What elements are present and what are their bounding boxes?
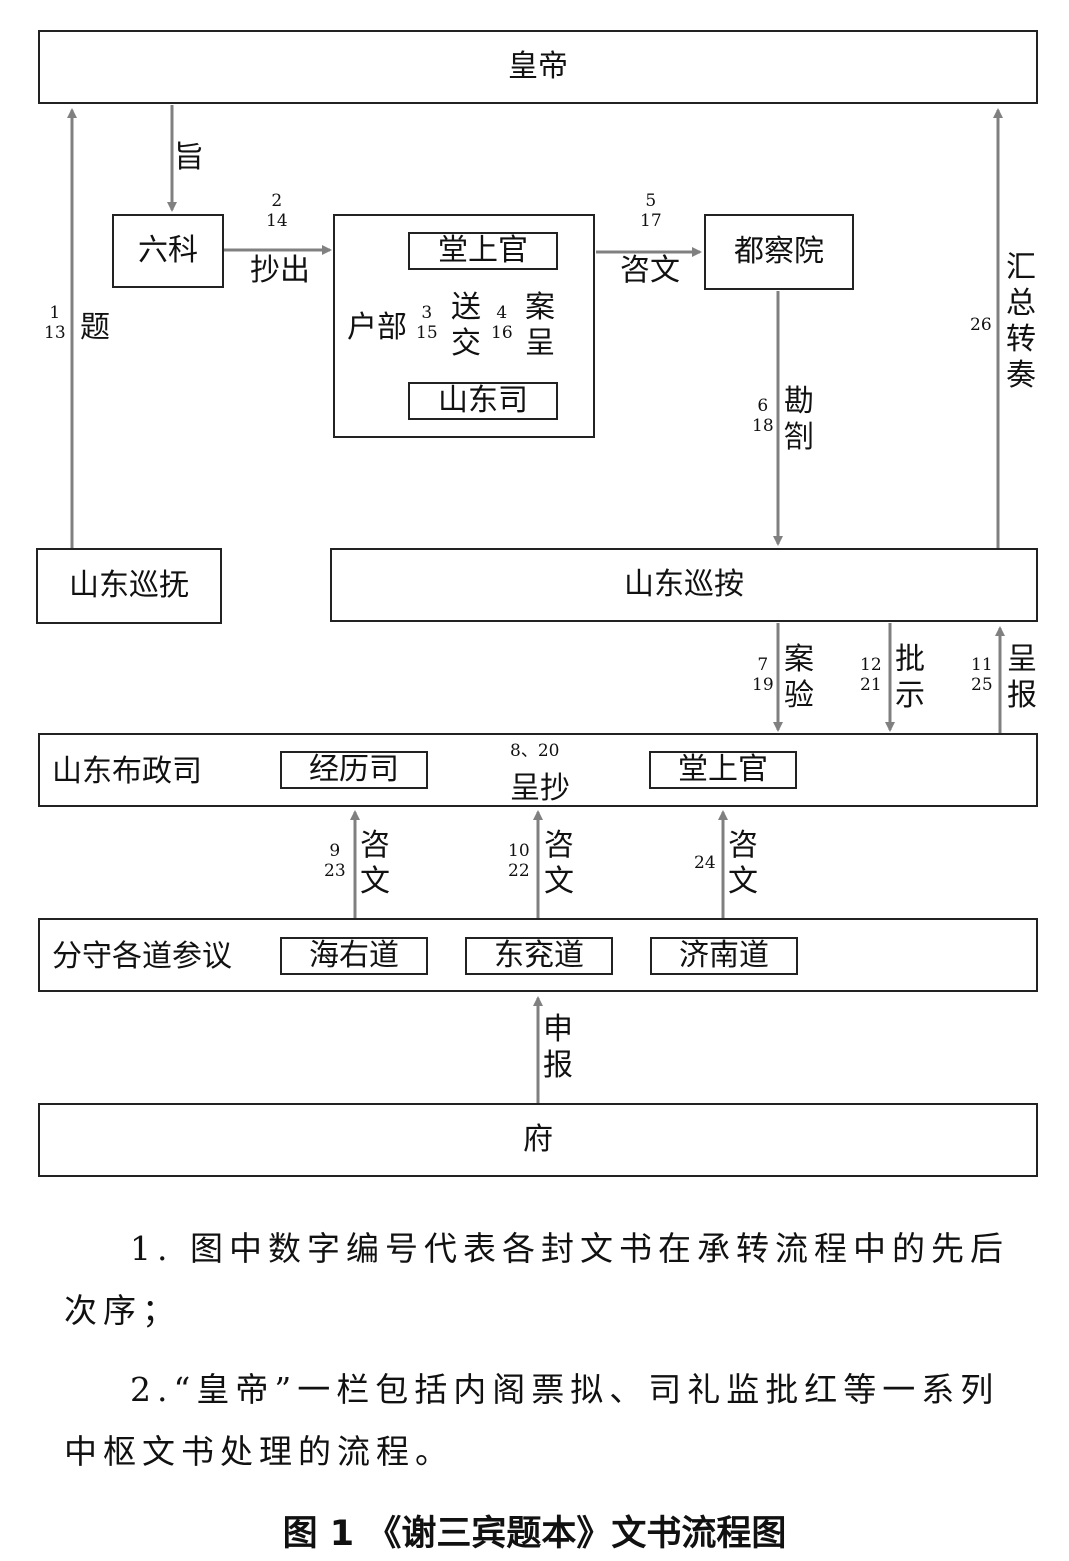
node-hubu-tangshangguan: 堂上官 (408, 232, 558, 270)
edge-chengbao-num: 11 25 (971, 655, 993, 695)
edge-ziwen-dongyan-num: 10 22 (508, 841, 530, 881)
edge-ziwen-jinan-num: 24 (694, 853, 716, 873)
edge-ancheng-label: 案呈 (525, 290, 555, 361)
node-xunfu: 山东巡抚 (36, 548, 222, 624)
node-hubu-label: 户部 (347, 310, 407, 345)
edge-ziwen-dcy-label: 咨文 (620, 253, 680, 288)
edge-zhi-label: 旨 (174, 140, 204, 175)
node-fu-label: 府 (523, 1122, 553, 1157)
edge-ziwen-dcy-num: 5 17 (640, 191, 662, 231)
edge-kanzha-label: 勘劄 (784, 384, 814, 455)
edge-huizong-label: 汇总转奏 (1006, 250, 1036, 393)
figure-caption: 图 1 《谢三宾题本》文书流程图 (282, 1514, 787, 1554)
node-shandongsi: 山东司 (408, 382, 558, 420)
node-xunan-label: 山东巡按 (624, 567, 744, 602)
node-dongyan-label: 东兖道 (494, 938, 584, 973)
note-2: 2.“皇帝”一栏包括内阁票拟、司礼监批红等一系列中枢文书处理的流程。 (64, 1370, 1000, 1471)
node-emperor-label: 皇帝 (508, 49, 568, 84)
node-buzhengsi-label: 山东布政司 (52, 754, 202, 789)
edge-ziwen-haiyou-label: 咨文 (360, 828, 390, 899)
edge-chaochu-num: 2 14 (266, 191, 288, 231)
edge-ancheng-num: 4 16 (491, 303, 513, 343)
node-haiyou: 海右道 (280, 937, 428, 975)
node-haiyou-label: 海右道 (309, 938, 399, 973)
edge-chengchao-label: 呈抄 (510, 771, 570, 806)
edge-huizong-num: 26 (970, 315, 992, 335)
edge-pishi-label: 批示 (895, 642, 925, 713)
node-duchayuan-label: 都察院 (734, 234, 824, 269)
edge-chengbao-label: 呈报 (1007, 642, 1037, 713)
edge-ziwen-haiyou-num: 9 23 (324, 841, 346, 881)
edge-ziwen-dongyan-label: 咨文 (544, 828, 574, 899)
edge-chengchao-num: 8、20 (510, 741, 560, 761)
node-liuke: 六科 (112, 214, 224, 288)
edge-kanzha-num: 6 18 (752, 396, 774, 436)
edge-ti-label: 题 (80, 310, 110, 345)
node-jinglisi-label: 经历司 (309, 752, 399, 787)
edge-anyan-label: 案验 (784, 642, 814, 713)
node-bzs-tangshangguan-label: 堂上官 (678, 752, 768, 787)
edge-chaochu-label: 抄出 (250, 253, 310, 288)
node-buzhengsi: 山东布政司 (38, 733, 1038, 807)
note-1: 1. 图中数字编号代表各封文书在承转流程中的先后次序； (64, 1229, 1009, 1330)
node-xunan: 山东巡按 (330, 548, 1038, 622)
edge-pishi-num: 12 21 (860, 655, 882, 695)
node-fu: 府 (38, 1103, 1038, 1177)
edge-ziwen-jinan-label: 咨文 (728, 828, 758, 899)
node-duchayuan: 都察院 (704, 214, 854, 290)
edge-anyan-num: 7 19 (752, 655, 774, 695)
edge-ti-num: 1 13 (44, 303, 66, 343)
node-emperor: 皇帝 (38, 30, 1038, 104)
node-dongyan: 东兖道 (465, 937, 613, 975)
node-jinan-label: 济南道 (679, 938, 769, 973)
node-shandongsi-label: 山东司 (438, 383, 528, 418)
node-bzs-tangshangguan: 堂上官 (649, 751, 797, 789)
node-xunfu-label: 山东巡抚 (69, 568, 189, 603)
node-hubu-tangshangguan-label: 堂上官 (438, 233, 528, 268)
node-liuke-label: 六科 (138, 233, 198, 268)
node-jinglisi: 经历司 (280, 751, 428, 789)
edge-shenbao-label: 申报 (543, 1012, 573, 1083)
edge-songjiao-num: 3 15 (416, 303, 438, 343)
node-jinan: 济南道 (650, 937, 798, 975)
node-daoyi-label: 分守各道参议 (52, 939, 232, 974)
edge-songjiao-label: 送交 (451, 290, 481, 361)
